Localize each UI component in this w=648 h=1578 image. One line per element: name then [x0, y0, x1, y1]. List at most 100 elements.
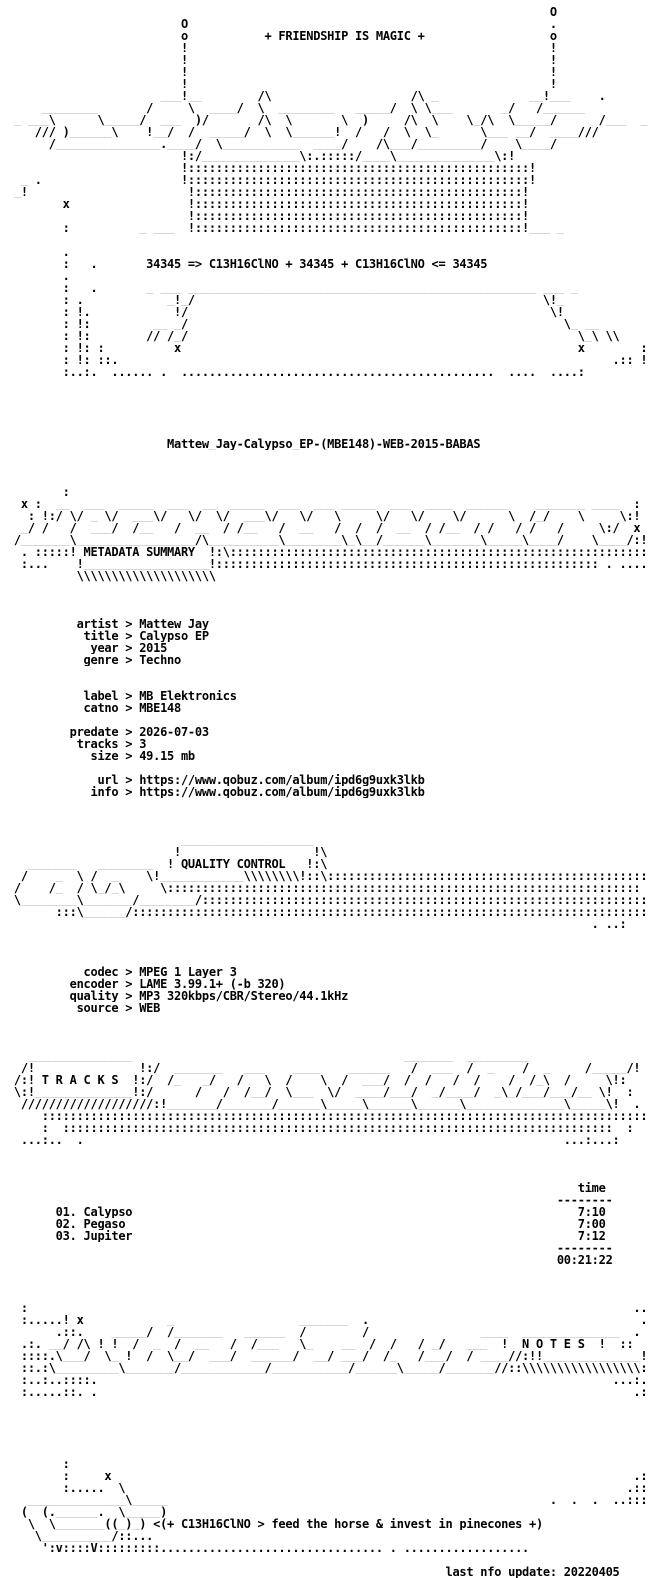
nfo-line: ________ / \ ____/ \ ________ _____/ \ \…	[0, 102, 585, 114]
nfo-line	[0, 450, 648, 462]
nfo-line: 00:21:22	[0, 1254, 613, 1266]
nfo-line	[0, 1266, 648, 1278]
nfo-line: genre > Techno	[0, 654, 182, 666]
nfo-line	[0, 606, 648, 618]
nfo-line: /// )______\ !__/ / _____/ \ \______! / …	[0, 126, 599, 138]
nfo-line: : !:/ \/ _ \/ ___\/ \/ \/ ___\/ \/ \ \/ …	[0, 510, 641, 522]
nfo-line	[0, 1038, 648, 1050]
nfo-line: .	[0, 270, 70, 282]
nfo-line: label > MB Elektronics	[0, 690, 237, 702]
nfo-line: Mattew_Jay-Calypso_EP-(MBE148)-WEB-2015-…	[0, 438, 481, 450]
nfo-line: . ..:	[0, 918, 627, 930]
nfo-line	[0, 426, 648, 438]
nfo-line: ( (.______. \_____) :	[0, 1506, 648, 1518]
nfo-line	[0, 402, 648, 414]
nfo-line: ! !	[0, 66, 557, 78]
nfo-line: O	[0, 6, 557, 18]
nfo-line: ':v::::V:::::::::.......................…	[0, 1542, 530, 1554]
nfo-line: : !. !/ \! .! !	[0, 306, 648, 318]
nfo-line: catno > MBE148	[0, 702, 182, 714]
nfo-line: / _ \ / _ \!____________\\\\\\\\!::\::::…	[0, 870, 648, 882]
nfo-line: 03. Jupiter 7:12	[0, 1230, 606, 1242]
nfo-line	[0, 666, 648, 678]
nfo-line: :..:. ...... . .........................…	[0, 366, 585, 378]
nfo-line: : . 34345 => C13H16ClNO + 34345 + C13H16…	[0, 258, 488, 270]
nfo-line: :::\______/:::::::::::::::::::::::::::::…	[0, 906, 648, 918]
nfo-line: \__________/::...	[0, 1530, 154, 1542]
nfo-line: !:::::::::::::::::::::::::::::::::::::::…	[0, 210, 530, 222]
nfo-line: !:/______________\:.:::::/____\_________…	[0, 150, 516, 162]
nfo-line	[0, 474, 648, 486]
nfo-line	[0, 1158, 648, 1170]
nfo-line: x !:::::::::::::::::::::::::::::::::::::…	[0, 198, 648, 210]
nfo-line: /! !:/ _______ ___ ____ ______ / ___ / _…	[0, 1062, 641, 1074]
nfo-line: : .. :.:>	[0, 1302, 648, 1314]
nfo-line: quality > MP3 320kbps/CBR/Stereo/44.1kHz	[0, 990, 349, 1002]
nfo-line: last nfo update: 20220405	[0, 1566, 620, 1578]
nfo-line	[0, 1410, 648, 1422]
nfo-line	[0, 678, 648, 690]
nfo-line: : . _!_/ \!_ ! !	[0, 294, 648, 306]
nfo-line	[0, 234, 648, 246]
nfo-line	[0, 1026, 648, 1038]
nfo-line: /_______________.____/ \___________ ____…	[0, 138, 557, 150]
nfo-line: _ ___\ \_____/ ___ )/ /\ \ \ ) /\ \ \_/\…	[0, 114, 648, 126]
nfo-line: :.....::. . .:	[0, 1386, 648, 1398]
nfo-line	[0, 1398, 648, 1410]
nfo-line: 02. Pegaso 7:00	[0, 1218, 606, 1230]
nfo-line: x : __ ___ _____ ___ __ _____ ___ ___ __…	[0, 498, 641, 510]
nfo-line: _! !::::::::::::::::::::::::::::::::::::…	[0, 186, 530, 198]
nfo-line: : !: // /_/ \_\ \\ :! !	[0, 330, 648, 342]
nfo-line: ///////////////////:!_______/_______/___…	[0, 1098, 641, 1110]
nfo-line: : !: : x x : :x :	[0, 342, 648, 354]
nfo-line: /:! T R A C K S !:/ /_ _/ / \ / \ / ___/…	[0, 1074, 627, 1086]
nfo-line: \:!______________!:/ / / /__/ \___ \/ __…	[0, 1086, 634, 1098]
nfo-line: o + FRIENDSHIP IS MAGIC + o	[0, 30, 557, 42]
nfo-line: .::. _____/ /_______ ______ / / ____ ___…	[0, 1326, 648, 1338]
nfo-line: : _ ___ !:::::::::::::::::::::::::::::::…	[0, 222, 648, 234]
nfo-line	[0, 414, 648, 426]
nfo-line	[0, 582, 648, 594]
nfo-line: codec > MPEG 1 Layer 3	[0, 966, 237, 978]
nfo-line	[0, 930, 648, 942]
nfo-line: :..... \ .:::	[0, 1482, 648, 1494]
nfo-line: \\\\\\\\\\\\\\\\\\\\	[0, 570, 216, 582]
nfo-line: predate > 2026-07-03	[0, 726, 209, 738]
nfo-line	[0, 1146, 648, 1158]
nfo-line: ___________________	[0, 834, 314, 846]
nfo-line: source > WEB	[0, 1002, 161, 1014]
nfo-line: !:::::::::::::::::::::::::::::::::::::::…	[0, 162, 536, 174]
nfo-line: 01. Calypso 7:10	[0, 1206, 606, 1218]
nfo-document: O O . o + FRIENDSHIP IS MAGIC + o !	[0, 6, 648, 1578]
nfo-line: ! !	[0, 78, 557, 90]
nfo-line	[0, 714, 648, 726]
nfo-line: : ::::::::::::::::::::::::::::::::::::::…	[0, 1122, 634, 1134]
nfo-line: /_______\_________________/\__________\_…	[0, 534, 648, 546]
nfo-line	[0, 1434, 648, 1446]
nfo-line: : :	[0, 486, 648, 498]
nfo-line: : . _ ___ ______________________________…	[0, 282, 648, 294]
nfo-line	[0, 762, 648, 774]
nfo-line: _ . !:::::::::::::::::::::::::::::::::::…	[0, 174, 536, 186]
nfo-line: : !: __ _/ \_ __ :! !	[0, 318, 648, 330]
nfo-line	[0, 1014, 648, 1026]
nfo-line: ::::.\___/ \_ ! / \__/ ___/ ______/ __/ …	[0, 1350, 648, 1362]
nfo-line: info > https://www.qobuz.com/album/ipd6g…	[0, 786, 425, 798]
nfo-line: . :::::! METADATA SUMMARY !:\:::::::::::…	[0, 546, 648, 558]
nfo-line: time	[0, 1182, 606, 1194]
nfo-line: O .	[0, 18, 557, 30]
nfo-line: title > Calypso EP	[0, 630, 210, 642]
nfo-line: / /_ / \_/_\ \::::::::::::::::::::::::::…	[0, 882, 648, 894]
nfo-line: _______________ _______ _________	[0, 1050, 530, 1062]
nfo-line: _/ / / ___/ /__ / __ / /__ / __ / / / __…	[0, 522, 641, 534]
nfo-line: artist > Mattew Jay	[0, 618, 210, 630]
nfo-line	[0, 462, 648, 474]
nfo-line: --------	[0, 1242, 613, 1254]
nfo-line	[0, 810, 648, 822]
nfo-line	[0, 378, 648, 390]
nfo-line	[0, 942, 648, 954]
nfo-line: ! !	[0, 54, 557, 66]
nfo-line	[0, 390, 648, 402]
nfo-line	[0, 1422, 648, 1434]
nfo-line: .:. __/ /\ ! ! / _ / __ / /___ \_ __ / /…	[0, 1338, 634, 1350]
